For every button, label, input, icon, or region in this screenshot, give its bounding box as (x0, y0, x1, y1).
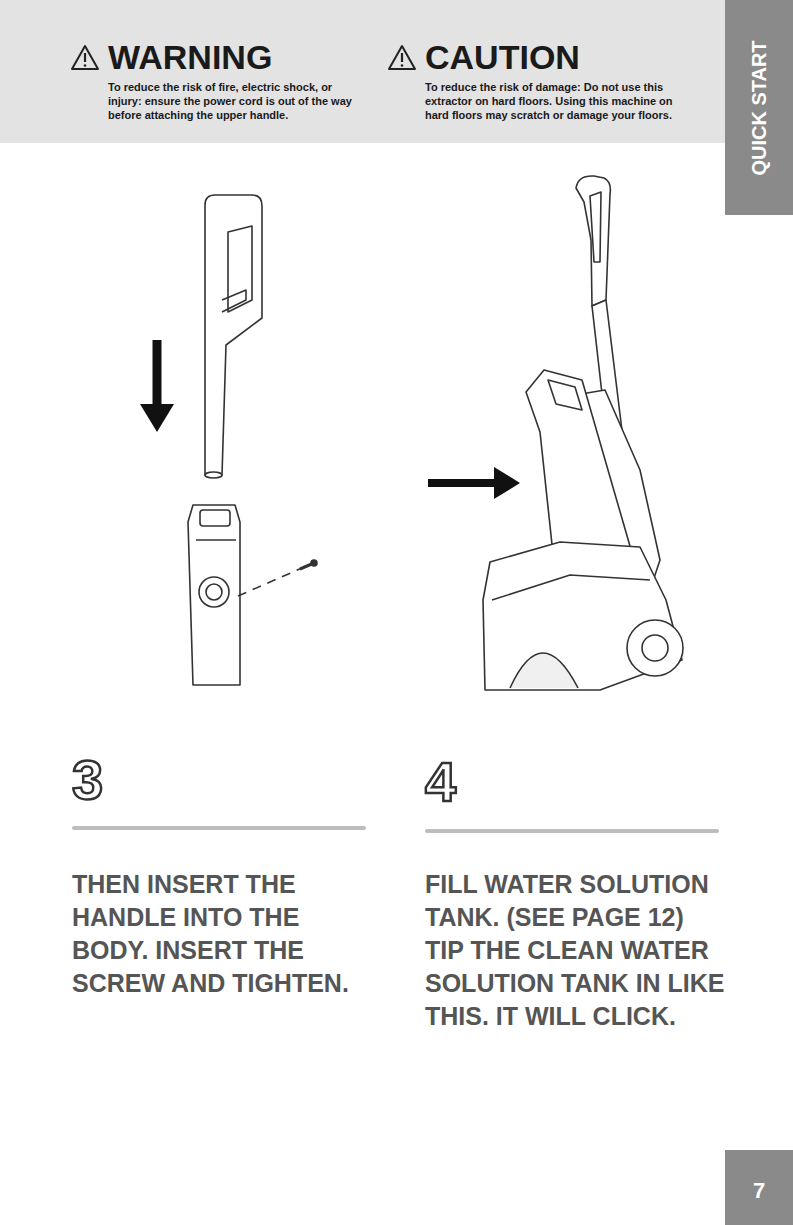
body-socket (200, 510, 230, 526)
screw-leader (238, 568, 302, 596)
warning-text: To reduce the risk of fire, electric sho… (108, 80, 358, 122)
body-dial (199, 577, 229, 607)
machine-grip-opening (590, 192, 601, 262)
step-instruction: FILL WATER SOLUTION TANK. (SEE PAGE 12) … (425, 868, 725, 1033)
step-rule (72, 826, 366, 830)
tank-handle (548, 380, 582, 410)
base-ridge (492, 575, 650, 600)
section-tab: QUICK START (725, 0, 793, 215)
machine-handle (576, 176, 610, 306)
body-dial-inner (206, 584, 222, 600)
handle-hook (222, 290, 246, 312)
step-rule (425, 829, 719, 833)
warning-band: WARNING To reduce the risk of fire, elect… (0, 0, 793, 143)
caution-heading: CAUTION (425, 39, 580, 75)
step-number: 4 (425, 752, 456, 812)
page-number-box: 7 (725, 1150, 793, 1225)
step-number: 3 (72, 750, 103, 810)
handle-grip-opening (228, 226, 252, 312)
warning-triangle (389, 46, 415, 69)
upper-handle (205, 195, 262, 475)
step-instruction: THEN INSERT THE HANDLE INTO THE BODY. IN… (72, 868, 372, 1000)
right-arrow-shaft (428, 479, 498, 487)
warning-heading: WARNING (108, 39, 272, 75)
right-arrow-head (494, 467, 520, 499)
section-tab-text: QUICK START (747, 8, 771, 208)
machine-base (483, 542, 682, 690)
handle-end (205, 472, 222, 478)
lower-body (188, 505, 240, 685)
page-number: 7 (725, 1178, 793, 1204)
wheel-hub (642, 635, 668, 661)
brush-roll (510, 653, 578, 688)
warning-triangle (72, 46, 98, 69)
caution-text: To reduce the risk of damage: Do not use… (425, 80, 675, 122)
wheel (627, 620, 683, 676)
screw-head (311, 560, 317, 566)
down-arrow-head (140, 404, 174, 432)
down-arrow-shaft (153, 340, 162, 408)
body-seam (196, 539, 236, 541)
